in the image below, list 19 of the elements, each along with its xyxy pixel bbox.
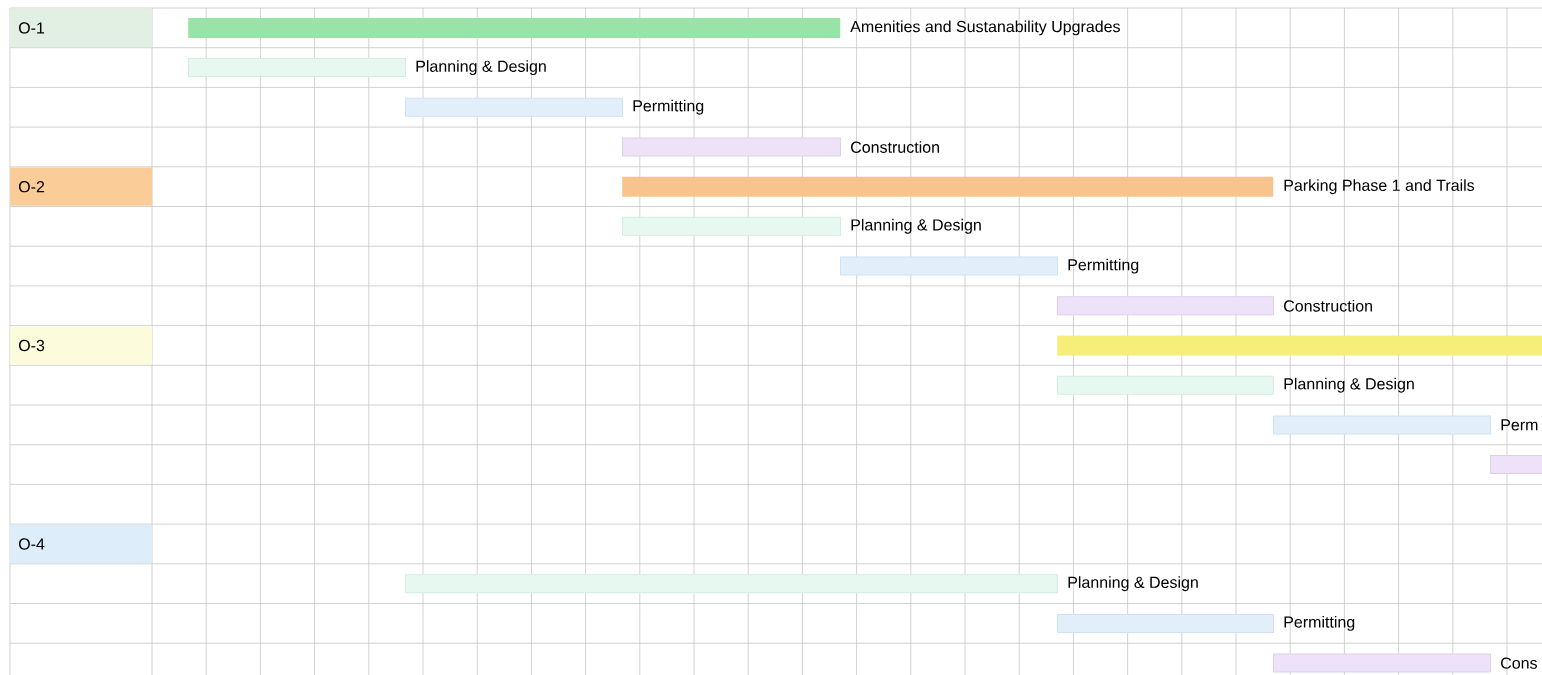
task-label: Permitting bbox=[1068, 258, 1139, 274]
row-header-cell: O-2 bbox=[10, 167, 153, 206]
task-label: Planning & Design bbox=[851, 218, 981, 234]
task-label: Planning & Design bbox=[416, 60, 546, 76]
task-label: Perm bbox=[1501, 419, 1538, 431]
row-header-cell: O-1 bbox=[10, 8, 153, 47]
row-header-cell: O-3 bbox=[10, 326, 153, 365]
task-label: Cons bbox=[1501, 657, 1537, 669]
task-label: Planning & Design bbox=[1068, 576, 1198, 592]
gantt-bar bbox=[1057, 335, 1542, 356]
task-label: Permitting bbox=[633, 99, 704, 115]
task-label: Planning & Design bbox=[1284, 377, 1414, 393]
task-label: Parking Phase 1 and Trails bbox=[1284, 179, 1475, 195]
row-header-cell: O-4 bbox=[10, 524, 153, 564]
gantt-bar bbox=[1490, 455, 1542, 475]
task-label: Permitting bbox=[1284, 615, 1355, 631]
task-label: Construction bbox=[1284, 299, 1372, 312]
task-label: Amenities and Sustanability Upgrades bbox=[850, 20, 1120, 36]
task-label: Construction bbox=[851, 141, 939, 153]
